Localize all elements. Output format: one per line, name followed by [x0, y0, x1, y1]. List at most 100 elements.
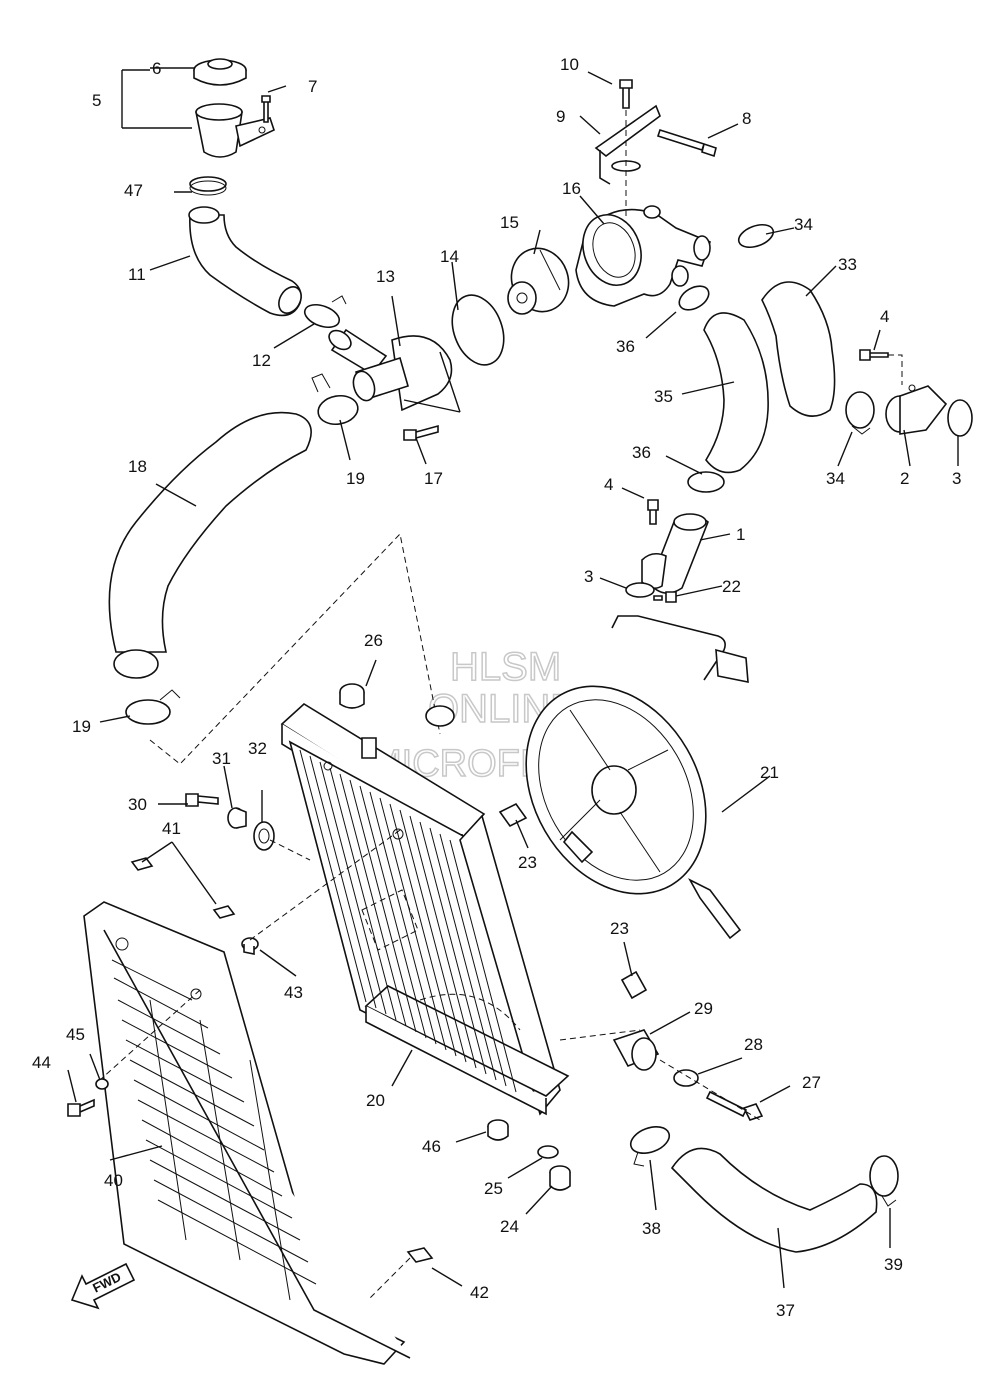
washer-28 [673, 1069, 699, 1087]
callout-19: 19 [72, 717, 91, 736]
callout-38: 38 [642, 1219, 661, 1238]
callout-46: 46 [422, 1137, 441, 1156]
bolt-17 [403, 424, 439, 441]
callout-45: 45 [66, 1025, 85, 1044]
callout-32: 32 [248, 739, 267, 758]
washer-45 [95, 1078, 109, 1090]
screw-22 [653, 591, 677, 603]
radiator-cover-40 [83, 901, 411, 1365]
fan-motor-21 [525, 615, 749, 940]
callout-27: 27 [802, 1073, 821, 1092]
callout-7: 7 [308, 77, 317, 96]
callout-14: 14 [440, 247, 459, 266]
pipe-1 [641, 513, 709, 594]
clamp-19-lower [125, 689, 181, 725]
callout-10: 10 [560, 55, 579, 74]
bolt-4-lower [647, 499, 659, 525]
callout-21: 21 [760, 763, 779, 782]
callout-15: 15 [500, 213, 519, 232]
nut-23-lower [620, 970, 648, 1000]
callout-34: 34 [826, 469, 845, 488]
watermark-line1: HLSM [450, 645, 561, 689]
callout-37: 37 [776, 1301, 795, 1320]
callout-24: 24 [500, 1217, 519, 1236]
callout-18: 18 [128, 457, 147, 476]
callout-12: 12 [252, 351, 271, 370]
callout-2: 2 [900, 469, 909, 488]
callout-4: 4 [604, 475, 613, 494]
callout-36: 36 [616, 337, 635, 356]
radiator-20 [280, 703, 570, 1116]
callout-33: 33 [838, 255, 857, 274]
callout-23: 23 [610, 919, 629, 938]
clamp-36-upper [678, 285, 710, 311]
callout-3: 3 [584, 567, 593, 586]
clamp-34-lower [845, 391, 875, 435]
collar-31 [227, 807, 247, 829]
o-ring-3-upper [947, 399, 973, 437]
callout-17: 17 [424, 469, 443, 488]
callout-41: 41 [162, 819, 181, 838]
cap-26 [339, 683, 455, 759]
fwd-arrow-icon: FWD [70, 1262, 136, 1310]
washer-25 [537, 1145, 559, 1159]
callout-39: 39 [884, 1255, 903, 1274]
callout-13: 13 [376, 267, 395, 286]
callout-47: 47 [124, 181, 143, 200]
callout-19: 19 [346, 469, 365, 488]
hose-35 [703, 312, 769, 474]
callout-5: 5 [92, 91, 101, 110]
clip-41-upper [130, 857, 154, 871]
callout-4: 4 [880, 307, 889, 326]
callout-6: 6 [152, 59, 161, 78]
callout-28: 28 [744, 1035, 763, 1054]
clip-42 [406, 1247, 434, 1263]
callout-26: 26 [364, 631, 383, 650]
drain-bolt-24 [549, 1165, 571, 1191]
collar-43 [241, 937, 259, 955]
callout-40: 40 [104, 1171, 123, 1190]
callout-20: 20 [366, 1091, 385, 1110]
clamp-36-lower [687, 471, 725, 493]
hose-33 [761, 281, 836, 417]
hose-37 [670, 1147, 878, 1253]
leader-lines [67, 67, 959, 1289]
clamp-39 [869, 1155, 899, 1207]
filler-cap-assembly [121, 58, 302, 317]
callout-31: 31 [212, 749, 231, 768]
thermostat-15 [507, 247, 570, 315]
joint-2 [885, 384, 948, 435]
callout-8: 8 [742, 109, 751, 128]
grommet-32 [253, 821, 275, 851]
callout-36: 36 [632, 443, 651, 462]
callout-1: 1 [736, 525, 745, 544]
hose-clamp-12 [303, 295, 347, 329]
joint-pipe-13 [328, 328, 461, 413]
hose-18 [108, 411, 312, 653]
callout-9: 9 [556, 107, 565, 126]
grommet-46 [487, 1119, 509, 1141]
bolt-30 [185, 793, 219, 807]
callout-30: 30 [128, 795, 147, 814]
nut-23-upper [498, 802, 528, 828]
callout-34: 34 [794, 215, 813, 234]
damper-29 [612, 1029, 660, 1071]
clip-41-lower [212, 905, 236, 919]
callout-3: 3 [952, 469, 961, 488]
callout-29: 29 [694, 999, 713, 1018]
bolt-27 [705, 1090, 764, 1121]
callout-43: 43 [284, 983, 303, 1002]
clamp-34-upper [737, 223, 775, 249]
bracket-9 [594, 79, 717, 220]
o-ring-3-lower [625, 582, 655, 598]
clamp-19-upper [311, 373, 359, 426]
bolt-4-upper [859, 349, 889, 361]
callout-25: 25 [484, 1179, 503, 1198]
bolt-44 [67, 1098, 95, 1117]
callout-11: 11 [128, 265, 146, 284]
callout-44: 44 [32, 1053, 51, 1072]
callout-16: 16 [562, 179, 581, 198]
callout-22: 22 [722, 577, 741, 596]
